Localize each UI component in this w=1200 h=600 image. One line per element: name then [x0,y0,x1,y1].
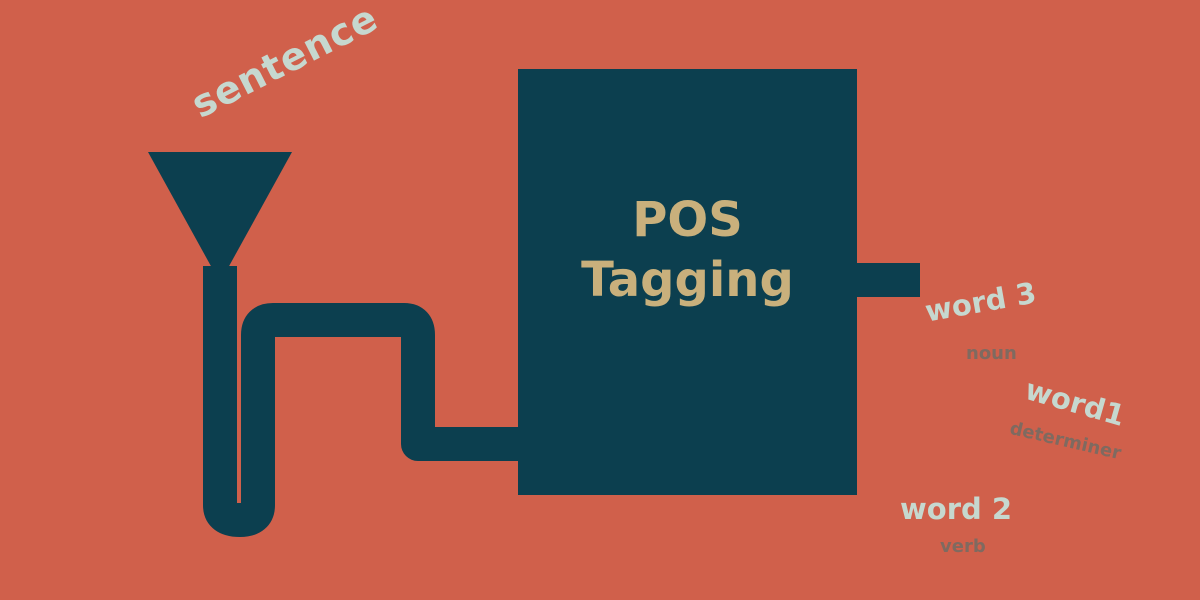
pos-tagging-title: POS Tagging [518,190,857,310]
pos-tagging-box [518,69,857,495]
pos-tagging-title-line1: POS [632,192,743,248]
output-pipe [855,263,920,297]
input-pipe [203,266,520,537]
output-tag-verb: verb [940,536,986,557]
output-tag-noun: noun [966,343,1017,364]
funnel [148,152,292,268]
output-word-2: word 2 [900,492,1013,526]
pos-tagging-title-line2: Tagging [581,252,794,308]
